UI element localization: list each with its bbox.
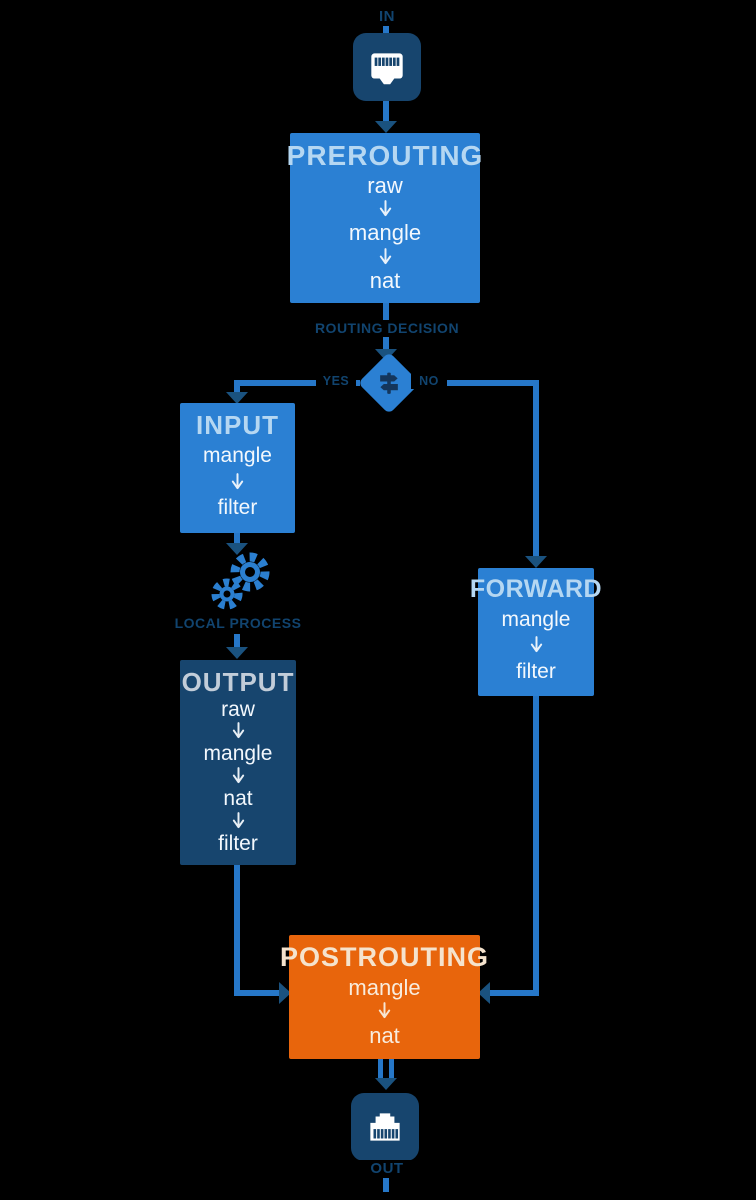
arrowhead-into-process-icon — [226, 543, 248, 555]
network-in-label: IN — [360, 8, 414, 26]
connector-in-to-prerouting — [383, 101, 389, 123]
connector-decision-right — [412, 380, 539, 386]
forward-chain: FORWARD mangle filter — [470, 568, 602, 696]
table-label-nat: nat — [369, 267, 401, 293]
prerouting-chain: PREROUTING raw mangle nat — [287, 133, 482, 303]
local-process-label: LOCAL PROCESS — [152, 615, 324, 632]
postrouting-chain: POSTROUTING mangle nat — [280, 935, 488, 1059]
connector-process-to-output — [234, 634, 240, 648]
connector-output-to-postrouting — [234, 990, 282, 996]
arrowhead-into-postrouting-left-icon — [279, 982, 291, 1004]
table-label-filter: filter — [217, 496, 258, 520]
ethernet-port-icon — [353, 33, 421, 101]
arrowhead-into-postrouting-right-icon — [478, 982, 490, 1004]
table-label-mangle: mangle — [348, 220, 422, 246]
down-arrow-icon — [530, 636, 542, 653]
down-arrow-icon — [378, 1002, 391, 1019]
postrouting-title: POSTROUTING — [280, 942, 490, 972]
connector-forward-to-postrouting — [489, 990, 536, 996]
connector-input-to-process — [234, 533, 240, 545]
table-label-filter: filter — [218, 832, 258, 856]
down-arrow-icon — [232, 767, 244, 784]
arrowhead-into-out-icon — [375, 1078, 397, 1090]
output-chain: OUTPUT raw mangle nat filter — [180, 660, 296, 865]
routing-decision-node — [357, 351, 421, 415]
down-arrow-icon — [232, 722, 244, 739]
table-label-nat: nat — [369, 1023, 400, 1049]
table-label-mangle: mangle — [348, 974, 421, 1000]
forward-title: FORWARD — [469, 575, 603, 603]
gears-icon — [211, 552, 270, 610]
down-arrow-icon — [379, 200, 391, 217]
connector-forward-down — [533, 696, 539, 996]
arrowhead-into-forward-icon — [525, 556, 547, 568]
table-label-mangle: mangle — [501, 607, 571, 631]
decision-yes-label: YES — [316, 374, 356, 389]
table-label-filter: filter — [516, 659, 556, 683]
connector-down-to-input — [234, 380, 240, 394]
arrowhead-into-output-icon — [226, 647, 248, 659]
output-title: OUTPUT — [181, 667, 295, 697]
routing-decision-label: ROUTING DECISION — [296, 320, 478, 337]
ethernet-plug-icon — [351, 1093, 419, 1161]
table-label-mangle: mangle — [203, 444, 272, 468]
decision-no-label: NO — [411, 374, 447, 389]
input-title: INPUT — [196, 410, 279, 440]
connector-output-down — [234, 865, 240, 996]
network-out-label: OUT — [358, 1160, 416, 1178]
input-chain: INPUT mangle filter — [180, 403, 295, 533]
down-arrow-icon — [231, 472, 244, 489]
arrowhead-into-prerouting-icon — [375, 121, 397, 133]
connector-decision-left — [234, 380, 360, 386]
connector-down-to-forward — [533, 380, 539, 558]
prerouting-title: PREROUTING — [286, 140, 484, 171]
table-label-mangle: mangle — [203, 742, 273, 766]
table-label-raw: raw — [367, 172, 403, 198]
down-arrow-icon — [232, 812, 244, 829]
table-label-raw: raw — [221, 697, 255, 721]
signpost-icon — [380, 372, 398, 394]
connector-postrouting-out-left — [378, 1059, 383, 1078]
down-arrow-icon — [379, 247, 391, 264]
arrowhead-into-input-icon — [226, 392, 248, 404]
connector-postrouting-out-right — [389, 1059, 394, 1078]
table-label-nat: nat — [223, 787, 253, 811]
